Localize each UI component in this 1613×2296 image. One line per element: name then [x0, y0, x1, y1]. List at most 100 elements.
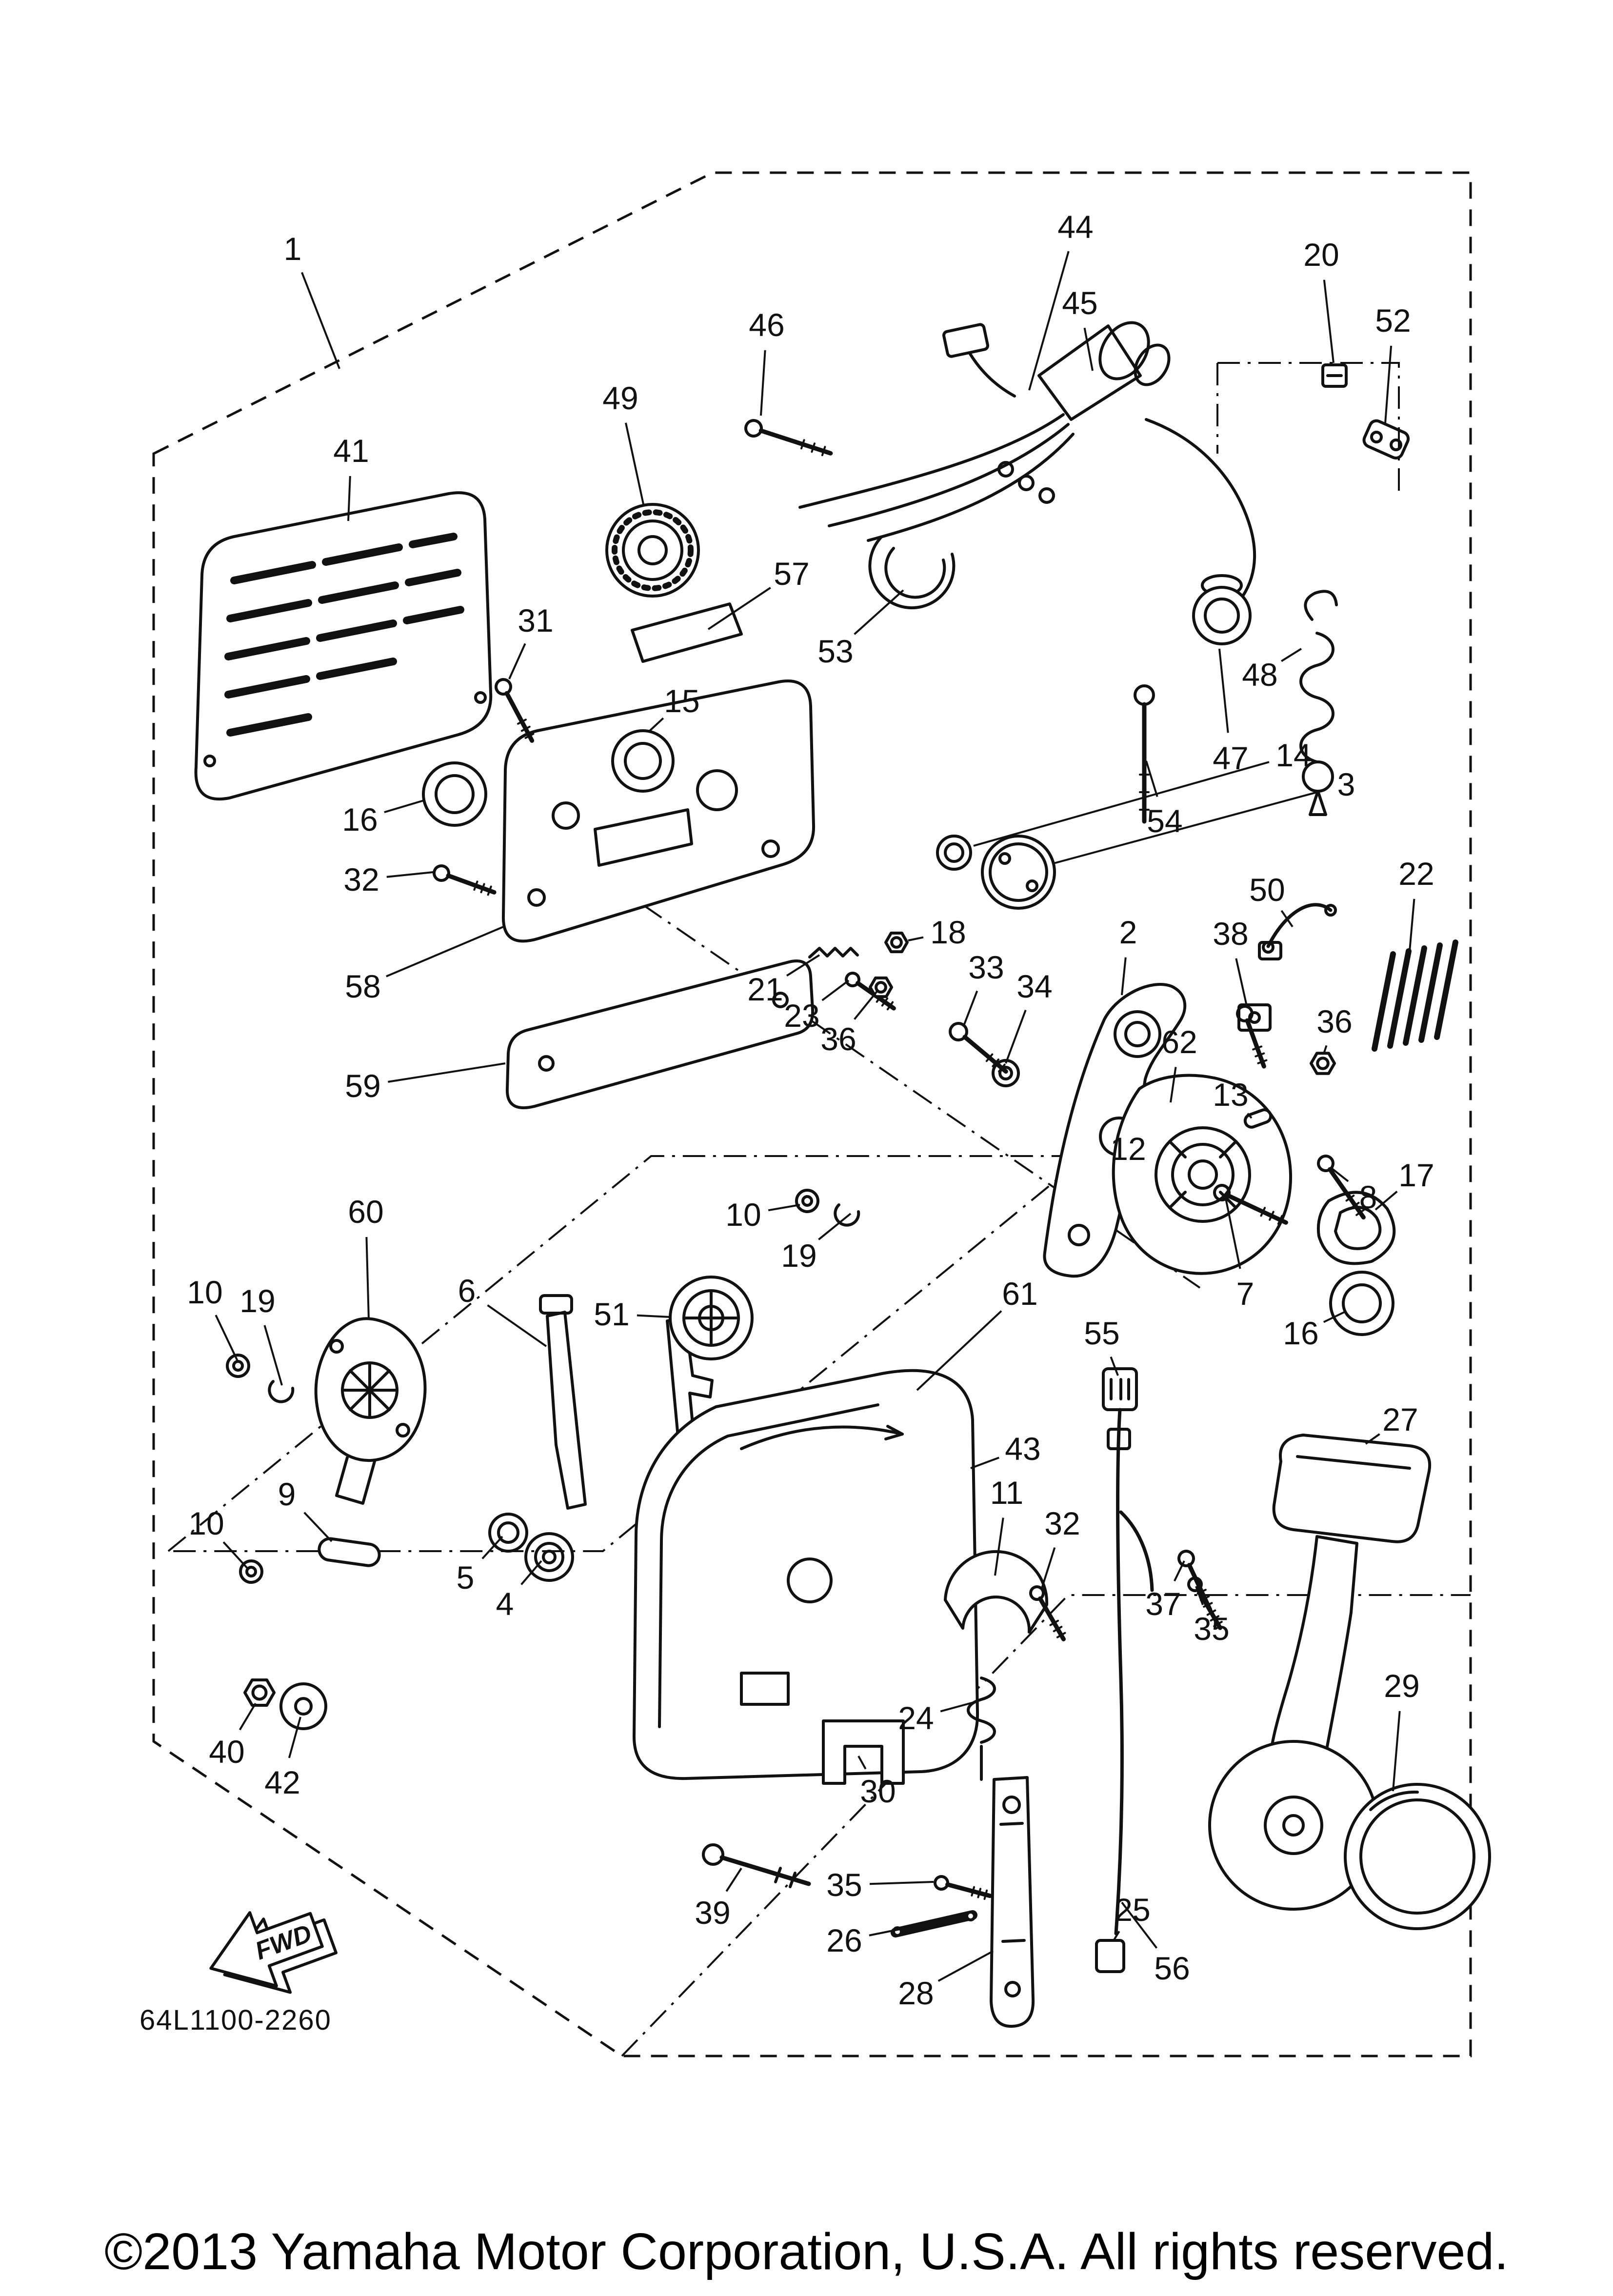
fwd-arrow: FWD: [209, 1911, 338, 1994]
callout-number: 34: [1016, 968, 1052, 1004]
callout-number: 16: [1283, 1315, 1318, 1351]
screw-glyph: [1134, 684, 1155, 824]
small-washers-clips: [226, 1059, 1116, 1730]
callout-number: 58: [345, 968, 380, 1004]
leader-line: [707, 587, 771, 630]
leader-line: [1041, 1547, 1056, 1589]
callout-number: 17: [1398, 1157, 1434, 1193]
callout-number: 55: [1084, 1315, 1119, 1351]
leader-line: [1323, 1045, 1328, 1054]
leader-line: [1247, 1113, 1253, 1119]
leader-line: [1365, 1433, 1380, 1445]
callout-number: 38: [1213, 916, 1248, 952]
screw-glyph: [1236, 1005, 1268, 1069]
leader-line: [1170, 1067, 1177, 1103]
spring-rod-part: [967, 1677, 996, 1781]
diagram-border: [152, 171, 1472, 2057]
side-plate-part: [633, 1369, 979, 1780]
leader-line: [288, 1717, 301, 1758]
screw-glyph: [949, 1022, 1008, 1074]
leader-line: [1005, 1010, 1027, 1064]
callout-number: 30: [860, 1773, 896, 1809]
callout-number: 16: [342, 801, 378, 838]
leader-line: [1374, 1191, 1398, 1211]
leader-line: [1323, 1311, 1345, 1323]
callout-number: 12: [1110, 1131, 1146, 1167]
leader-line: [487, 1304, 547, 1347]
leader-line: [303, 1512, 333, 1542]
leader-line: [301, 272, 340, 369]
leader-line: [386, 871, 434, 878]
leader-line: [1174, 1560, 1185, 1582]
clamp-part: [822, 1719, 905, 1785]
callout-number: 39: [695, 1895, 730, 1931]
callout-number: 33: [968, 949, 1004, 985]
key-plate-part: [1362, 419, 1410, 459]
leader-line: [725, 1867, 742, 1892]
callout-number: 22: [1398, 856, 1434, 892]
callout-number: 6: [458, 1273, 476, 1309]
leader-line: [1083, 327, 1094, 371]
leader-line: [347, 476, 351, 521]
lanyard-cord-part: [1299, 590, 1338, 816]
callout-number: 49: [602, 380, 638, 416]
leader-line: [962, 990, 978, 1027]
callout-number: 24: [898, 1700, 934, 1736]
screw-glyph: [1177, 1550, 1213, 1612]
callout-number: 36: [1316, 1003, 1352, 1039]
leader-lines: [215, 251, 1415, 1982]
leader-line: [970, 1457, 999, 1469]
callout-number: 27: [1382, 1401, 1418, 1437]
cam-housing-part: [1112, 1074, 1293, 1275]
leader-line: [1409, 898, 1415, 952]
leader-line: [768, 1204, 800, 1212]
leader-line: [384, 799, 426, 814]
screw-glyph: [934, 1875, 992, 1900]
spring-stack-part: [1372, 939, 1458, 1052]
leader-line: [1218, 648, 1229, 733]
callout-number: 35: [826, 1867, 862, 1903]
knob-part: [605, 503, 700, 598]
leader-line: [1331, 1167, 1349, 1182]
leader-line: [215, 1315, 239, 1362]
copyright-text: ©2013 Yamaha Motor Corporation, U.S.A. A…: [104, 2223, 1509, 2280]
leader-line: [625, 422, 645, 507]
leader-line: [1121, 1901, 1158, 1949]
callout-number: 19: [239, 1283, 275, 1319]
screw-glyph: [1317, 1155, 1366, 1220]
leader-line: [481, 1536, 503, 1559]
leader-line: [520, 1560, 542, 1585]
leader-line: [786, 954, 820, 977]
leader-line: [994, 1517, 1004, 1576]
long-bolt-part: [702, 1843, 811, 1888]
callout-number: 52: [1375, 302, 1411, 339]
leader-line: [508, 643, 526, 679]
ignition-switch-part: [798, 321, 1171, 542]
callout-number: 14: [1275, 737, 1311, 773]
leader-line: [386, 926, 504, 978]
leader-line: [818, 1213, 852, 1240]
leader-line: [637, 1314, 671, 1318]
leader-line: [940, 1701, 974, 1713]
leader-line: [1112, 1931, 1120, 1942]
screw-glyph: [1029, 1585, 1066, 1641]
callout-number: 10: [187, 1274, 222, 1310]
leader-line: [1392, 1711, 1401, 1792]
screw-glyph: [495, 678, 535, 743]
dowel-pin-part: [318, 1537, 381, 1567]
callout-number: 2: [1119, 914, 1137, 950]
callout-number: 61: [1002, 1276, 1037, 1312]
leader-line: [869, 1926, 913, 1937]
callout-number: 48: [1242, 657, 1277, 693]
callout-number: 5: [457, 1559, 475, 1596]
callout-number: 23: [784, 998, 819, 1034]
callout-number: 53: [817, 633, 853, 669]
callout-number: 47: [1213, 740, 1248, 776]
leader-line: [854, 589, 904, 635]
callout-number: 11: [990, 1475, 1024, 1511]
grommet-part: [422, 761, 1394, 1336]
callout-number: 10: [725, 1197, 761, 1233]
leader-line: [1281, 648, 1302, 662]
